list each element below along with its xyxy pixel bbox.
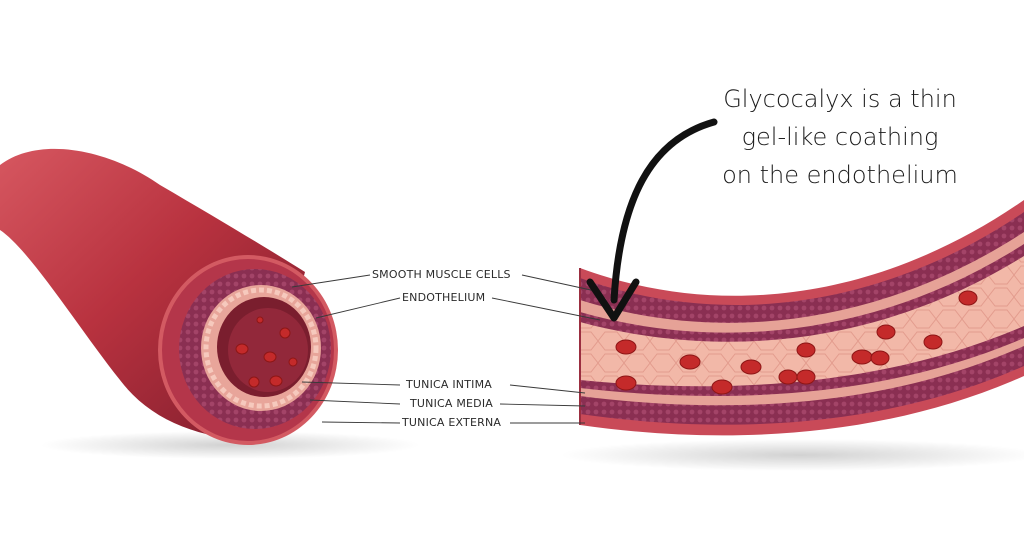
label-smooth-muscle-cells: SMOOTH MUSCLE CELLS [372,268,511,281]
glycocalyx-callout: Glycocalyx is a thin gel-like coathing o… [690,80,990,194]
left-vessel-shadow [40,431,420,459]
label-endothelium: ENDOTHELIUM [402,291,486,304]
left-blood-cells [235,316,298,388]
label-tunica-intima: TUNICA INTIMA [406,378,492,391]
right-vessel-shadow [560,439,1024,471]
callout-arrow [586,118,718,322]
right-lumen [580,256,1024,387]
callout-line-1: Glycocalyx is a thin [723,85,957,113]
callout-line-3: on the endothelium [722,161,958,189]
callout-line-2: gel-like coathing [741,123,939,151]
label-tunica-externa: TUNICA EXTERNA [402,416,502,429]
label-tunica-media: TUNICA MEDIA [410,397,494,410]
right-blood-cells [615,290,978,395]
leader-lines [291,274,601,424]
